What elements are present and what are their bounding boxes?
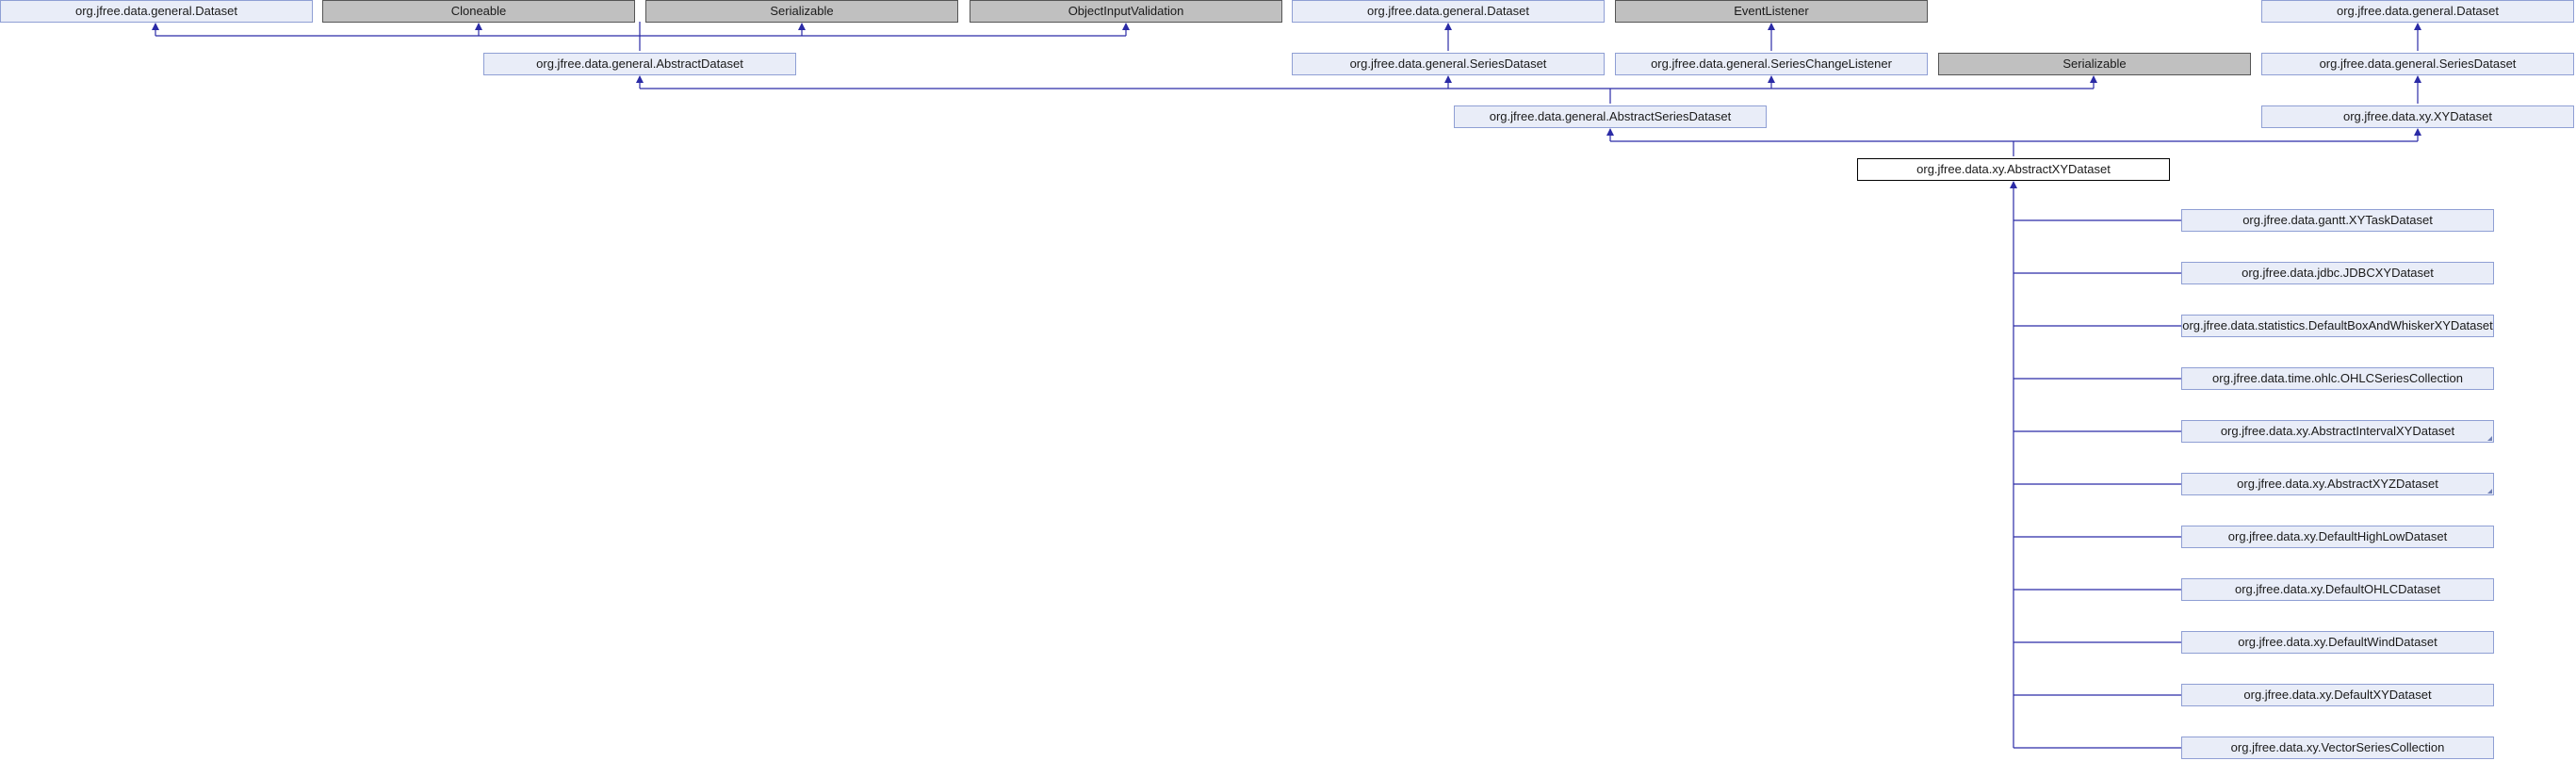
node-abstract-dataset[interactable]: org.jfree.data.general.AbstractDataset xyxy=(483,53,796,75)
node-label: org.jfree.data.statistics.DefaultBoxAndW… xyxy=(2182,318,2493,332)
node-abstract-xy-dataset: org.jfree.data.xy.AbstractXYDataset xyxy=(1857,158,2170,181)
node-label: ObjectInputValidation xyxy=(1068,4,1184,18)
node-label: org.jfree.data.jdbc.JDBCXYDataset xyxy=(2242,266,2434,280)
node-label: org.jfree.data.general.AbstractDataset xyxy=(536,57,743,71)
node-object-input-validation: ObjectInputValidation xyxy=(970,0,1282,23)
node-xy-task-dataset[interactable]: org.jfree.data.gantt.XYTaskDataset xyxy=(2181,209,2494,232)
node-jdbc-xy-dataset[interactable]: org.jfree.data.jdbc.JDBCXYDataset xyxy=(2181,262,2494,284)
node-label: org.jfree.data.general.Dataset xyxy=(2337,4,2499,18)
node-abstract-interval-xy-dataset[interactable]: org.jfree.data.xy.AbstractIntervalXYData… xyxy=(2181,420,2494,443)
node-label: org.jfree.data.xy.DefaultOHLCDataset xyxy=(2235,582,2440,596)
node-default-ohlc-dataset[interactable]: org.jfree.data.xy.DefaultOHLCDataset xyxy=(2181,578,2494,601)
edge-abstract-series-dataset-to-parents xyxy=(640,88,2094,104)
node-vector-series-collection[interactable]: org.jfree.data.xy.VectorSeriesCollection xyxy=(2181,737,2494,759)
node-dataset[interactable]: org.jfree.data.general.Dataset xyxy=(0,0,313,23)
edge-abstract-xy-dataset-to-parents xyxy=(1610,140,2418,156)
collapsed-subclasses-icon xyxy=(2487,436,2492,441)
node-label: org.jfree.data.time.ohlc.OHLCSeriesColle… xyxy=(2212,371,2463,385)
node-label: org.jfree.data.xy.VectorSeriesCollection xyxy=(2230,740,2445,754)
node-series-dataset[interactable]: org.jfree.data.general.SeriesDataset xyxy=(2261,53,2574,75)
edge-children-branches xyxy=(2014,219,2181,749)
node-default-high-low-dataset[interactable]: org.jfree.data.xy.DefaultHighLowDataset xyxy=(2181,526,2494,548)
node-label: org.jfree.data.general.SeriesDataset xyxy=(1349,57,1547,71)
node-label: org.jfree.data.xy.AbstractXYZDataset xyxy=(2237,477,2438,491)
node-label: org.jfree.data.general.AbstractSeriesDat… xyxy=(1489,109,1732,123)
node-label: org.jfree.data.xy.XYDataset xyxy=(2342,109,2492,123)
node-dataset[interactable]: org.jfree.data.general.Dataset xyxy=(1292,0,1605,23)
collapsed-subclasses-icon xyxy=(2487,489,2492,494)
node-label: org.jfree.data.xy.DefaultWindDataset xyxy=(2238,635,2437,649)
node-label: Serializable xyxy=(770,4,834,18)
node-series-dataset[interactable]: org.jfree.data.general.SeriesDataset xyxy=(1292,53,1605,75)
node-label: org.jfree.data.general.Dataset xyxy=(75,4,237,18)
node-label: EventListener xyxy=(1734,4,1809,18)
node-cloneable: Cloneable xyxy=(322,0,635,23)
node-xy-dataset[interactable]: org.jfree.data.xy.XYDataset xyxy=(2261,105,2574,128)
node-abstract-xyz-dataset[interactable]: org.jfree.data.xy.AbstractXYZDataset xyxy=(2181,473,2494,495)
node-series-change-listener[interactable]: org.jfree.data.general.SeriesChangeListe… xyxy=(1615,53,1928,75)
node-dataset[interactable]: org.jfree.data.general.Dataset xyxy=(2261,0,2574,23)
edge-abstract-dataset-to-parents xyxy=(155,22,1126,51)
node-label: org.jfree.data.general.SeriesDataset xyxy=(2319,57,2517,71)
node-abstract-series-dataset[interactable]: org.jfree.data.general.AbstractSeriesDat… xyxy=(1454,105,1767,128)
node-label: org.jfree.data.general.Dataset xyxy=(1367,4,1529,18)
node-serializable: Serializable xyxy=(645,0,958,23)
node-label: org.jfree.data.xy.DefaultXYDataset xyxy=(2243,688,2432,702)
node-default-box-and-whisker-xy-dataset[interactable]: org.jfree.data.statistics.DefaultBoxAndW… xyxy=(2181,315,2494,337)
node-ohlc-series-collection[interactable]: org.jfree.data.time.ohlc.OHLCSeriesColle… xyxy=(2181,367,2494,390)
node-default-xy-dataset[interactable]: org.jfree.data.xy.DefaultXYDataset xyxy=(2181,684,2494,706)
node-label: org.jfree.data.gantt.XYTaskDataset xyxy=(2242,213,2433,227)
node-event-listener: EventListener xyxy=(1615,0,1928,23)
node-label: Serializable xyxy=(2062,57,2127,71)
node-label: org.jfree.data.xy.AbstractIntervalXYData… xyxy=(2220,424,2455,438)
node-default-wind-dataset[interactable]: org.jfree.data.xy.DefaultWindDataset xyxy=(2181,631,2494,654)
node-serializable: Serializable xyxy=(1938,53,2251,75)
node-label: org.jfree.data.general.SeriesChangeListe… xyxy=(1651,57,1892,71)
node-label: org.jfree.data.xy.AbstractXYDataset xyxy=(1916,162,2111,176)
node-label: Cloneable xyxy=(450,4,507,18)
node-label: org.jfree.data.xy.DefaultHighLowDataset xyxy=(2227,529,2448,543)
